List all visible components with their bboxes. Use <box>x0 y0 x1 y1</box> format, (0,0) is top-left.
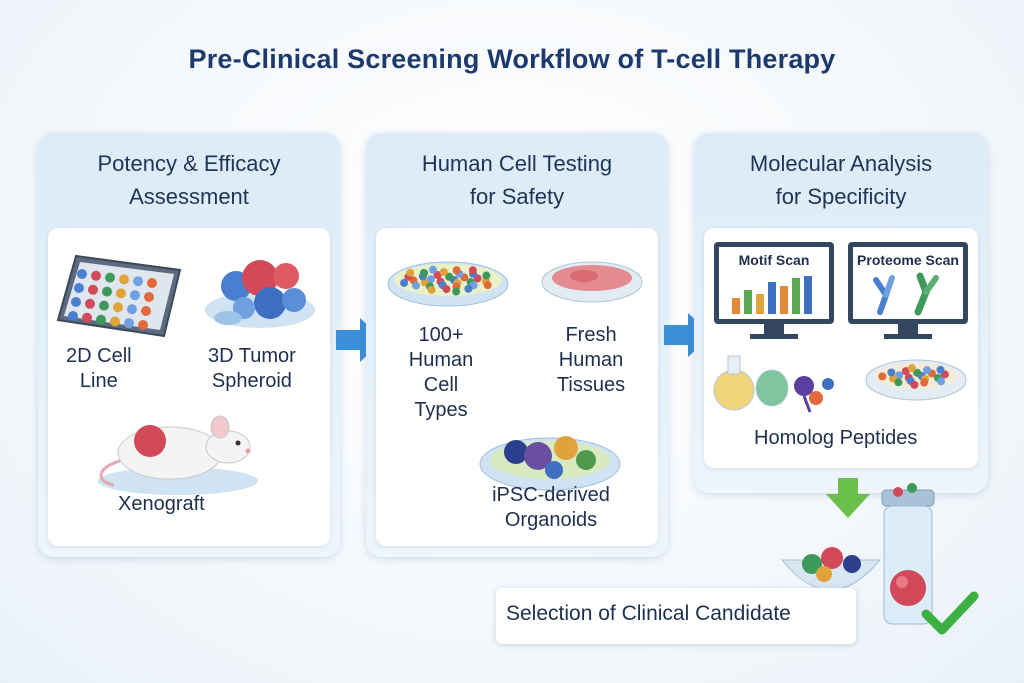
well <box>130 290 140 301</box>
well <box>96 314 106 325</box>
well <box>144 292 154 302</box>
cell-dot <box>907 364 916 373</box>
well <box>127 304 137 315</box>
candidate-jar-illustration <box>881 483 935 625</box>
cell-dot <box>482 271 491 280</box>
well <box>116 288 126 299</box>
cell-dot <box>427 285 436 294</box>
peptide-dish-illustration <box>865 359 967 401</box>
well <box>119 274 129 285</box>
panel-content: Motif Scan Proteome Scan <box>704 228 978 468</box>
cell-dot <box>452 287 461 296</box>
panel-title: Human Cell Testing for Safety <box>421 151 613 209</box>
organoid-dish-illustration <box>479 436 621 491</box>
well <box>68 311 78 321</box>
cell-dot <box>468 266 477 275</box>
motif-scan-monitor: Motif Scan <box>714 242 834 339</box>
cell-dot <box>887 368 896 377</box>
well-plate-illustration <box>56 254 182 338</box>
tumor-spheroid-illustration <box>205 260 315 328</box>
well <box>77 269 87 279</box>
well <box>124 318 134 329</box>
cell-dot <box>878 372 887 381</box>
cell-dot <box>426 275 435 284</box>
cell-dot <box>464 284 473 293</box>
cell-dot <box>420 268 429 277</box>
flow-arrow-down <box>826 478 870 518</box>
cell-dot <box>483 281 492 290</box>
well <box>141 306 151 316</box>
label-human-cell-types: 100+ Human Cell Types <box>408 324 474 421</box>
cell-dot <box>937 377 946 386</box>
svg-text:Proteome Scan: Proteome Scan <box>857 252 959 268</box>
cell-dot <box>400 278 409 287</box>
cell-dot <box>920 378 929 387</box>
check-mark-icon <box>921 591 979 635</box>
well <box>147 278 157 288</box>
svg-text:Motif Scan: Motif Scan <box>739 252 810 268</box>
cell-dot <box>910 380 919 389</box>
panel-content: 100+ Human Cell Types Fresh Human Tissue… <box>376 228 658 546</box>
mouse-xenograft-illustration <box>98 415 258 495</box>
well <box>74 283 84 293</box>
label-fresh-human-tissues: Fresh Human Tissues <box>556 324 626 396</box>
cell-dot <box>936 365 945 374</box>
well <box>88 284 98 295</box>
cell-dot <box>442 285 451 294</box>
well <box>71 297 81 307</box>
panel-title: Potency & Efficacy Assessment <box>97 151 281 209</box>
cell-dot <box>445 272 454 281</box>
well <box>99 300 109 311</box>
cell-dot <box>412 281 421 290</box>
cell-dot <box>901 367 910 376</box>
cell-dot <box>923 366 932 375</box>
cell-dot <box>913 368 922 377</box>
cell-dot <box>895 371 904 380</box>
cell-dot <box>894 378 903 387</box>
well <box>133 276 143 287</box>
well <box>138 320 148 330</box>
label-xenograft: Xenograft <box>118 493 205 515</box>
label-ipsc-organoids: iPSC-derived Organoids <box>492 484 610 531</box>
petri-dish-cells-illustration <box>387 261 509 307</box>
diagram-title: Pre-Clinical Screening Workflow of T-cel… <box>188 44 836 74</box>
well <box>110 316 120 327</box>
cell-dot <box>433 271 442 280</box>
candidate-bowl-illustration <box>780 547 882 591</box>
well <box>85 298 95 309</box>
well <box>82 312 92 323</box>
well <box>113 302 123 313</box>
panel-title: Molecular Analysis for Specificity <box>749 151 933 209</box>
well <box>105 272 115 283</box>
clinical-candidate-box: Selection of Clinical Candidate <box>496 588 856 644</box>
fresh-tissue-dish-illustration <box>541 261 643 303</box>
peptide-flasks-illustration <box>713 355 834 413</box>
well <box>102 286 112 297</box>
cell-dot <box>406 268 415 277</box>
well <box>91 270 101 281</box>
label-homolog-peptides: Homolog Peptides <box>754 427 918 449</box>
proteome-scan-monitor: Proteome Scan <box>848 242 968 339</box>
panel-human-cell-testing: Human Cell Testing for Safety 100+ Human… <box>366 133 668 557</box>
cell-dot <box>439 267 448 276</box>
cell-dot <box>452 266 461 275</box>
panel-molecular-analysis: Molecular Analysis for Specificity Motif… <box>694 133 988 493</box>
cell-dot <box>428 265 437 274</box>
label-clinical-candidate: Selection of Clinical Candidate <box>506 602 791 625</box>
